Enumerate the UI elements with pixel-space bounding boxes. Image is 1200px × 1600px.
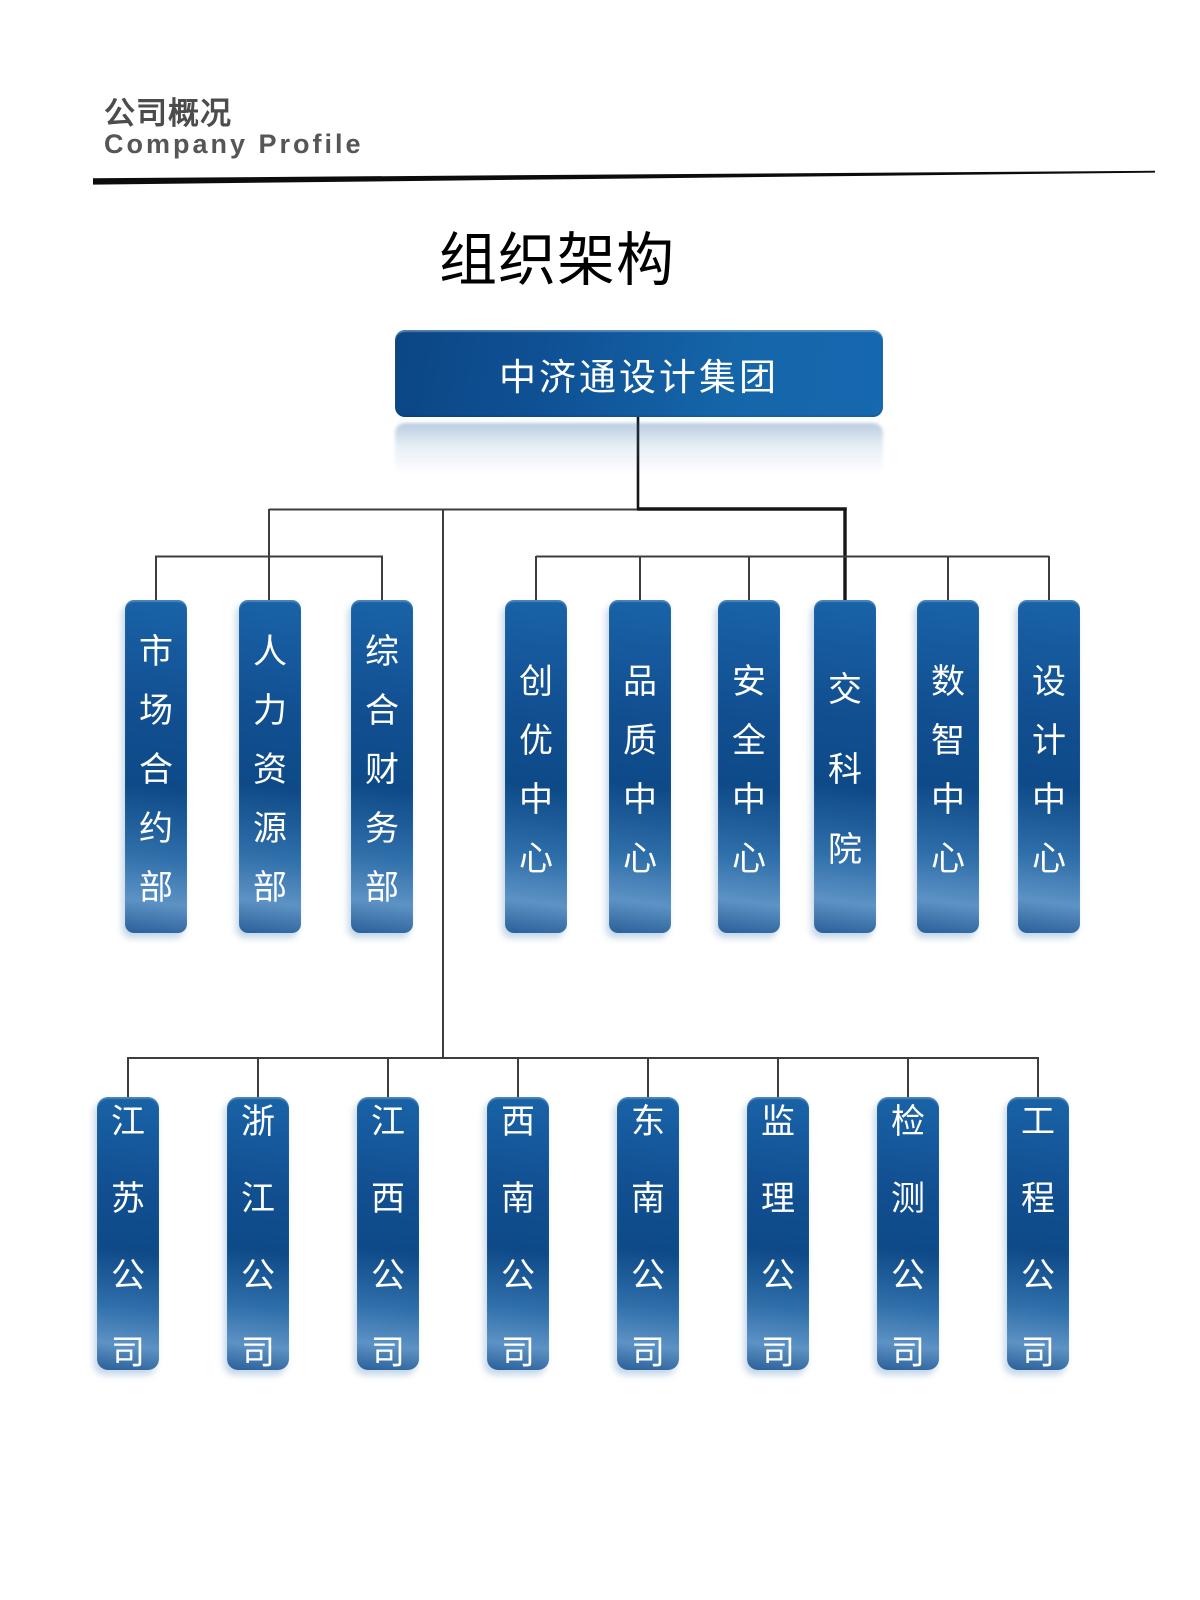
org-root-label: 中济通设计集团 bbox=[499, 356, 779, 398]
org-box-company-inspection: 检测公司 bbox=[877, 1097, 939, 1372]
org-box-label: 数智中心 bbox=[931, 662, 965, 878]
org-box-label: 创优中心 bbox=[519, 662, 553, 878]
org-box-label: 设计中心 bbox=[1032, 662, 1066, 878]
org-box-label: 综合财务部 bbox=[365, 633, 399, 907]
org-box-company-jiangsu: 江苏公司 bbox=[97, 1097, 159, 1372]
org-box-label: 西南公司 bbox=[501, 1102, 535, 1372]
org-box-center-excellence: 创优中心 bbox=[505, 600, 567, 933]
page-title: 组织架构 bbox=[438, 228, 675, 293]
org-box-company-zhejiang: 浙江公司 bbox=[227, 1097, 289, 1372]
org-box-label: 交科院 bbox=[828, 671, 862, 869]
org-box-company-jiangxi: 江西公司 bbox=[357, 1097, 419, 1372]
org-box-label: 人力资源部 bbox=[253, 633, 287, 907]
org-box-label: 检测公司 bbox=[891, 1102, 925, 1372]
org-box-label: 安全中心 bbox=[732, 662, 766, 878]
org-box-label: 浙江公司 bbox=[241, 1102, 275, 1372]
section-title-en: Company Profile bbox=[104, 129, 364, 159]
org-box-dept-human-resources: 人力资源部 bbox=[239, 600, 301, 933]
org-box-dept-market-contract: 市场合约部 bbox=[125, 600, 187, 933]
org-box-center-quality: 品质中心 bbox=[609, 600, 671, 933]
org-box-label: 品质中心 bbox=[623, 662, 657, 878]
org-box-center-jiaoke-institute: 交科院 bbox=[814, 600, 876, 933]
org-box-label: 东南公司 bbox=[631, 1102, 665, 1372]
org-box-center-design: 设计中心 bbox=[1018, 600, 1080, 933]
root-box-reflection bbox=[395, 423, 883, 475]
org-box-center-safety: 安全中心 bbox=[718, 600, 780, 933]
org-box-label: 市场合约部 bbox=[139, 633, 173, 907]
org-box-company-southeast: 东南公司 bbox=[617, 1097, 679, 1372]
org-box-dept-finance: 综合财务部 bbox=[351, 600, 413, 933]
org-box-company-supervision: 监理公司 bbox=[747, 1097, 809, 1372]
org-box-label: 江苏公司 bbox=[111, 1102, 145, 1372]
section-title-zh: 公司概况 bbox=[104, 96, 232, 131]
org-box-company-engineering: 工程公司 bbox=[1007, 1097, 1069, 1372]
org-root-box: 中济通设计集团 bbox=[395, 330, 883, 417]
org-box-label: 江西公司 bbox=[371, 1102, 405, 1372]
org-box-label: 监理公司 bbox=[761, 1102, 795, 1372]
org-box-label: 工程公司 bbox=[1021, 1102, 1055, 1372]
org-box-center-digital-intelligence: 数智中心 bbox=[917, 600, 979, 933]
header-divider bbox=[93, 170, 1155, 185]
org-box-company-southwest: 西南公司 bbox=[487, 1097, 549, 1372]
